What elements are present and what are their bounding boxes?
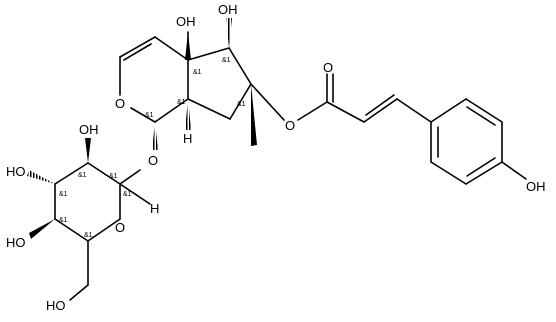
stereo-mark: &1	[177, 99, 186, 106]
label-h-ring-fusion: H	[183, 131, 192, 146]
label-o-sugar-ring: O	[115, 220, 125, 235]
hash-bond-glycosidic	[152, 122, 158, 150]
stereo-mark: &1	[222, 57, 231, 64]
stereo-mark: &1	[145, 112, 154, 119]
wedge-bond-sugar-c4-oh	[29, 219, 55, 239]
hash-bond-sugar-c3-oh	[27, 170, 55, 184]
stereo-mark: &1	[237, 101, 246, 108]
label-h-anomeric: H	[150, 201, 159, 216]
label-ho-sugar-c4: HO	[6, 235, 26, 250]
glucose-ring-bonds	[54, 162, 151, 301]
ester-chain-bonds	[297, 73, 432, 123]
wedge-bond-methyl	[251, 84, 257, 146]
hash-bond-h9	[185, 99, 191, 130]
label-oh-phenol: OH	[526, 179, 546, 194]
stereo-mark: &1	[78, 172, 87, 179]
stereo-mark: &1	[109, 173, 118, 180]
label-o-glycosidic: O	[148, 153, 158, 168]
hash-bond-c6-oh	[226, 18, 232, 48]
phenol-ring-bonds	[430, 98, 527, 185]
label-ho-ch2oh: HO	[46, 298, 66, 313]
label-oh-ring-top: OH	[176, 14, 196, 29]
wedge-bond-sugar-c2-oh	[85, 138, 91, 163]
stereo-mark: &1	[193, 69, 202, 76]
label-o-ester: O	[285, 118, 295, 133]
stereo-markers: &1 &1 &1 &1 &1 &1 &1 &1 &1 &1 &1	[59, 57, 246, 239]
pyran-ring-bonds	[119, 36, 189, 123]
stereo-mark: &1	[59, 191, 68, 198]
label-o-ester-carbonyl: O	[323, 60, 333, 75]
stereo-mark: &1	[84, 232, 93, 239]
label-oh-sugar-c2: OH	[79, 122, 99, 137]
wedge-bond-c5-oh	[185, 32, 191, 60]
label-ho-sugar-c3: HO	[6, 164, 26, 179]
stereo-mark: &1	[59, 217, 68, 224]
stereo-mark: &1	[123, 191, 132, 198]
atom-labels: OH OH O O O O OH HO HO O H H HO OH	[6, 2, 546, 313]
label-oh-cyclopentane: OH	[218, 2, 238, 17]
label-o-pyran: O	[115, 96, 125, 111]
